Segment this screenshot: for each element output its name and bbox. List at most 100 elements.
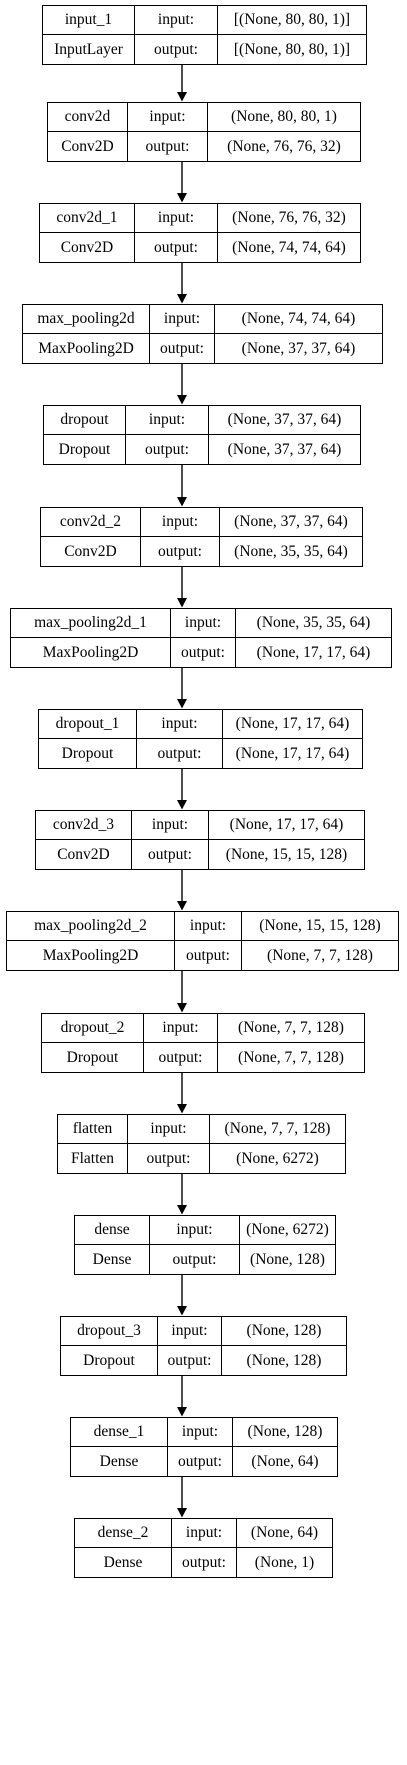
layer-name: dropout_3 — [61, 1317, 158, 1345]
input-label: input: — [150, 305, 215, 333]
output-shape: (None, 17, 17, 64) — [256, 643, 371, 661]
layer-name: max_pooling2d — [23, 305, 150, 333]
output-label: output: — [172, 1548, 237, 1577]
input-label: input: — [135, 204, 218, 232]
input-label: input: — [158, 1317, 222, 1345]
layer-type: Dropout — [42, 1043, 144, 1072]
output-label: output: — [137, 739, 223, 768]
input-shape: (None, 17, 17, 64) — [229, 816, 344, 833]
arrow-head-icon — [177, 1003, 187, 1013]
input-label: input: — [168, 1418, 233, 1446]
layer-name: conv2d_2 — [41, 508, 141, 536]
layer-type: Dropout — [61, 1346, 158, 1375]
arrow-head-icon — [177, 1306, 187, 1316]
input-label: input: — [141, 508, 220, 536]
arrow-head-icon — [177, 699, 187, 709]
input-label: input: — [128, 103, 208, 131]
layer-type: Flatten — [58, 1144, 128, 1173]
layer-type: Conv2D — [36, 840, 132, 869]
output-label: output: — [171, 638, 236, 667]
output-shape: (None, 6272) — [236, 1149, 319, 1167]
output-shape: (None, 64) — [251, 1452, 319, 1470]
arrow-head-icon — [177, 901, 187, 911]
output-label: output: — [158, 1346, 222, 1375]
input-shape: (None, 64) — [250, 1524, 319, 1541]
input-shape: (None, 6272) — [246, 1221, 329, 1238]
output-shape: (None, 74, 74, 64) — [232, 238, 346, 256]
layer-type: Dense — [75, 1548, 172, 1577]
output-label: output: — [135, 35, 218, 64]
output-label: output: — [144, 1043, 218, 1072]
output-shape: (None, 35, 35, 64) — [234, 542, 348, 560]
output-shape: (None, 128) — [250, 1250, 325, 1268]
arrow-head-icon — [177, 92, 187, 102]
output-label: output: — [150, 1245, 240, 1274]
input-shape: (None, 15, 15, 128) — [259, 917, 381, 934]
arrow-head-icon — [177, 193, 187, 203]
input-shape: (None, 35, 35, 64) — [256, 614, 371, 631]
layer-name: max_pooling2d_2 — [7, 912, 175, 940]
layer-type: InputLayer — [43, 35, 135, 64]
output-shape: (None, 37, 37, 64) — [227, 440, 342, 458]
layer-name: dense_2 — [75, 1519, 172, 1547]
layer-name: input_1 — [43, 6, 135, 34]
output-label: output: — [128, 132, 208, 161]
input-shape: [(None, 80, 80, 1)] — [233, 11, 351, 28]
input-label: input: — [144, 1014, 218, 1042]
layer-type: MaxPooling2D — [23, 334, 150, 363]
output-label: output: — [168, 1447, 233, 1476]
layer-name: dropout_1 — [39, 710, 137, 738]
input-label: input: — [172, 1519, 237, 1547]
input-label: input: — [135, 6, 218, 34]
layer-type: MaxPooling2D — [11, 638, 171, 667]
layer-name: conv2d_3 — [36, 811, 132, 839]
input-shape: (None, 80, 80, 1) — [231, 108, 337, 125]
input-shape: (None, 37, 37, 64) — [234, 513, 348, 530]
output-shape: [(None, 80, 80, 1)] — [233, 40, 351, 58]
arrow-head-icon — [177, 598, 187, 608]
input-label: input: — [128, 1115, 210, 1143]
arrow-head-icon — [177, 294, 187, 304]
input-label: input: — [137, 710, 223, 738]
layer-type: Conv2D — [48, 132, 128, 161]
output-label: output: — [132, 840, 209, 869]
input-shape: (None, 128) — [247, 1423, 323, 1440]
arrow-head-icon — [177, 1104, 187, 1114]
layer-type: Dropout — [44, 435, 126, 464]
layer-type: Dropout — [39, 739, 137, 768]
layer-name: dropout — [44, 406, 126, 434]
layer-name: dense_1 — [71, 1418, 168, 1446]
arrow-head-icon — [177, 1508, 187, 1518]
layer-type: MaxPooling2D — [7, 941, 175, 970]
output-label: output: — [135, 233, 218, 262]
